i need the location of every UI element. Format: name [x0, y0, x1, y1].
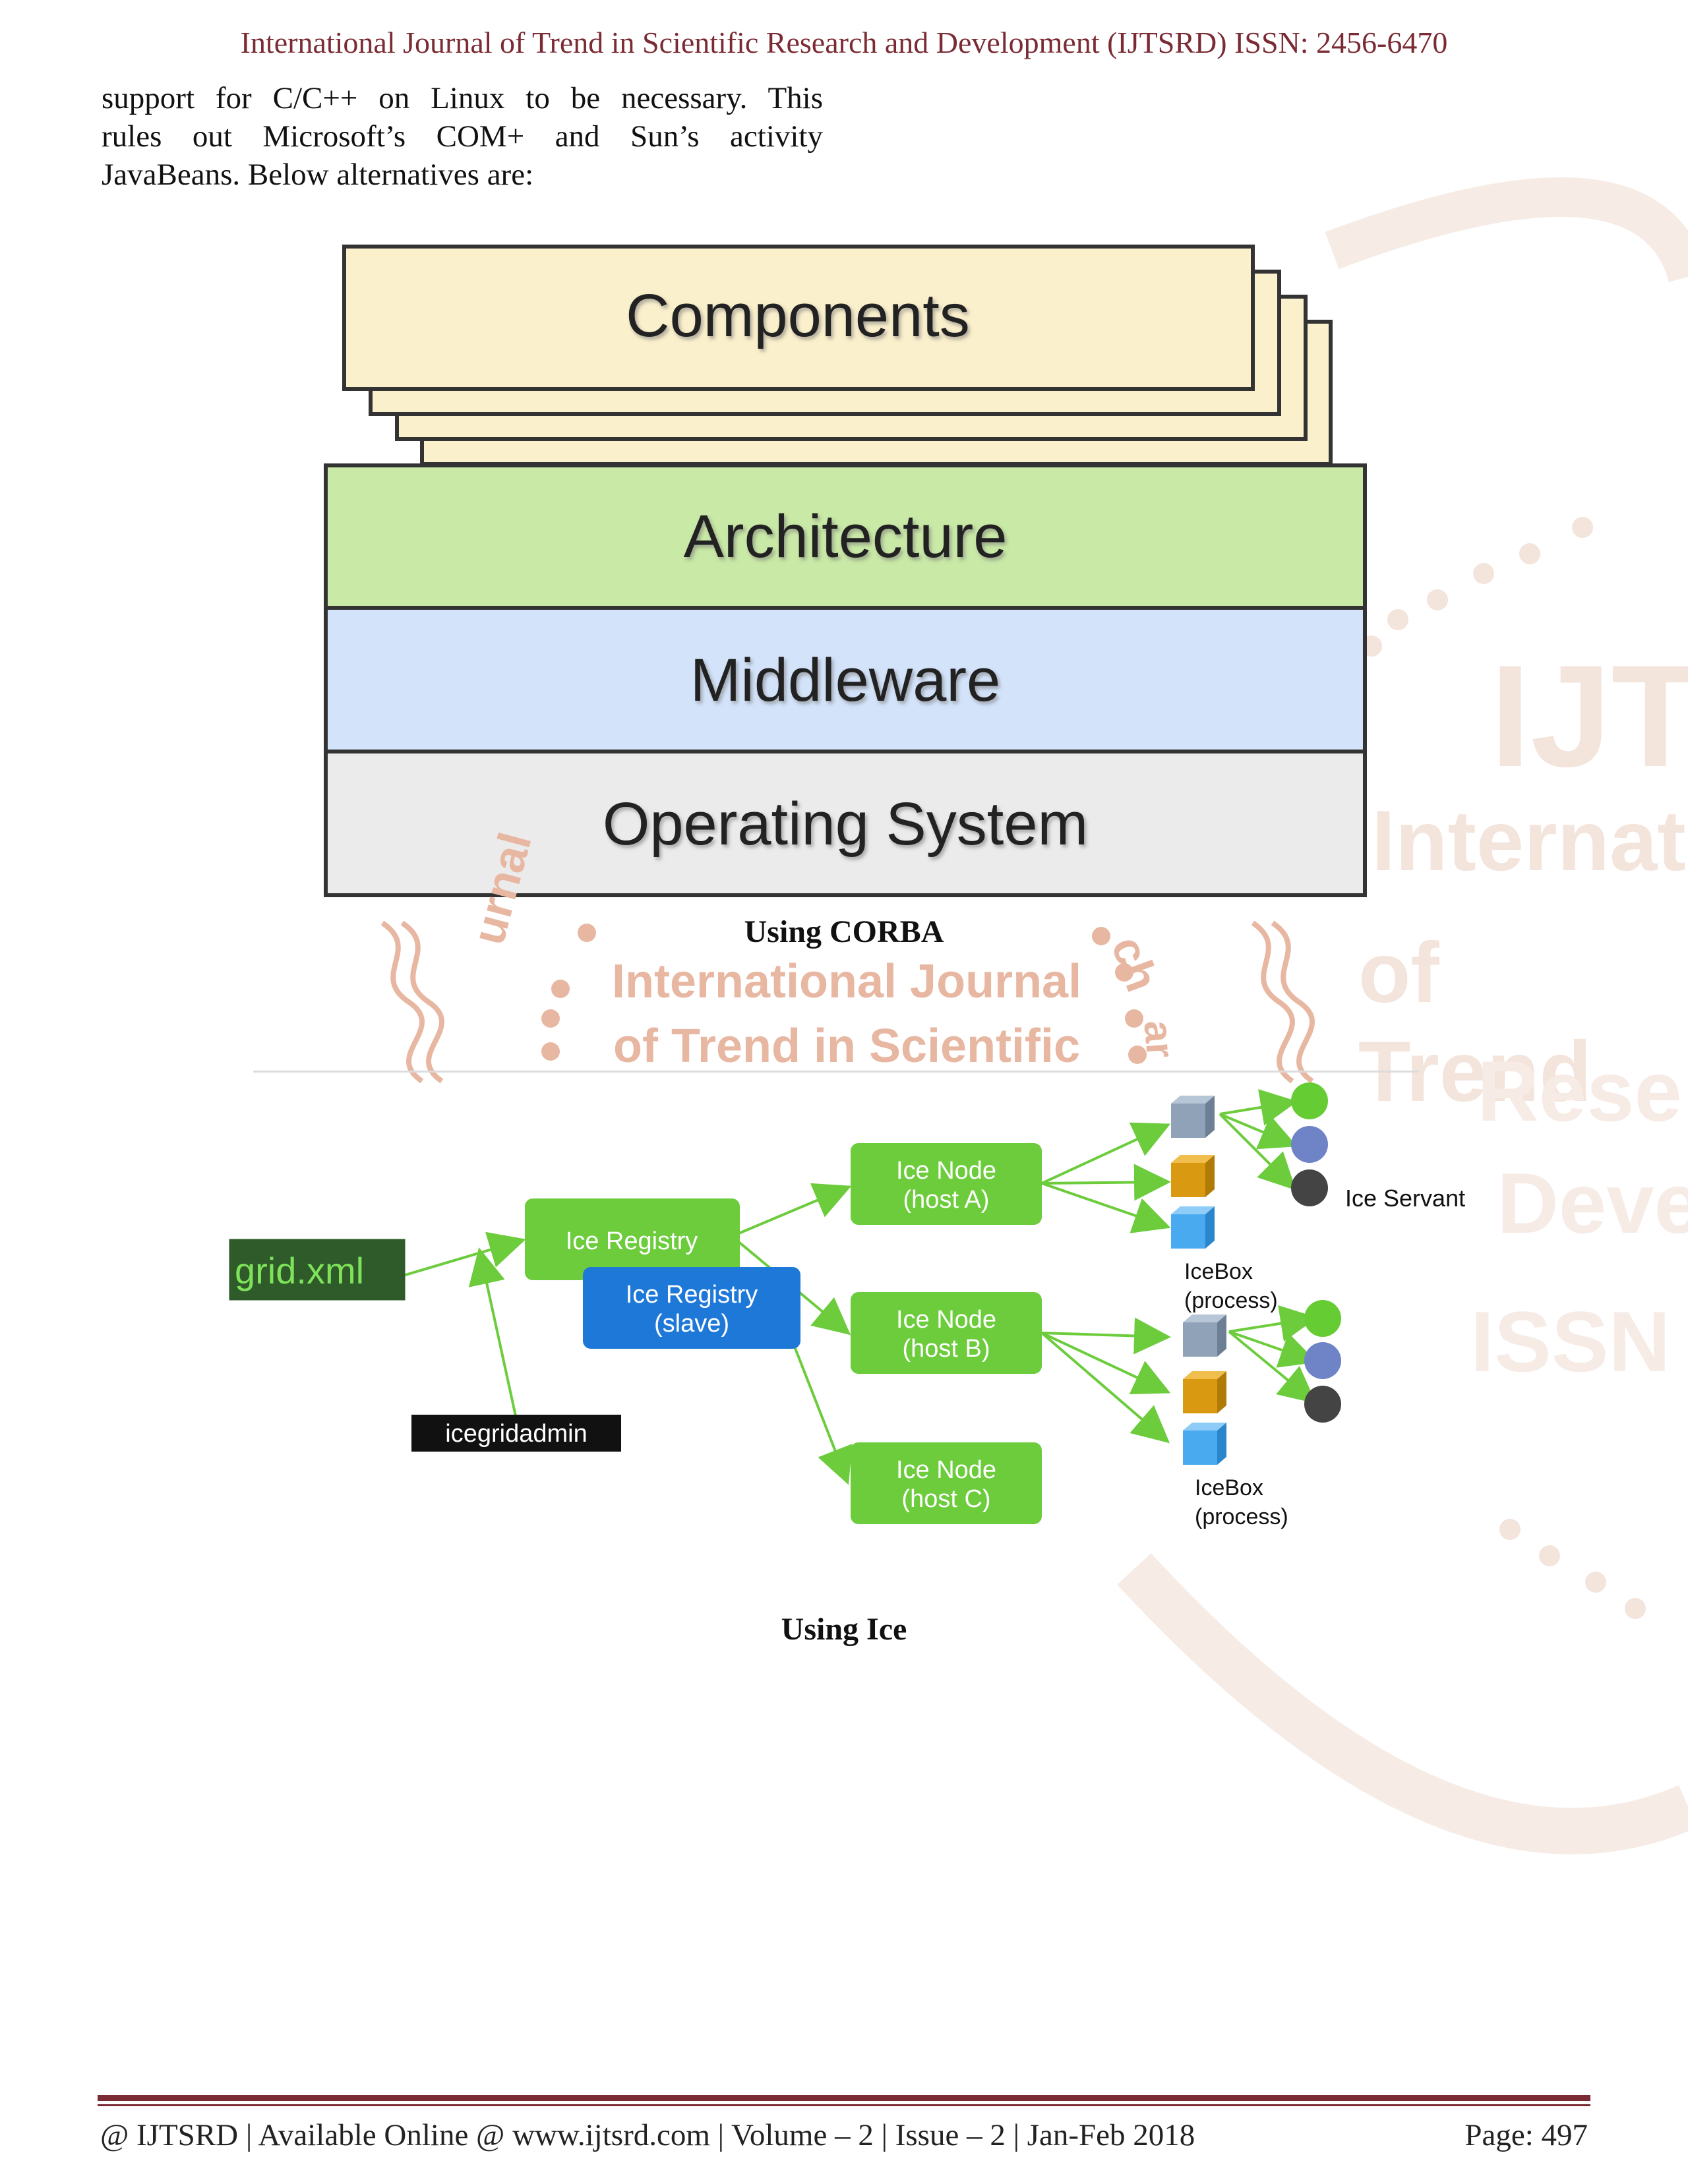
ice-node-host-a-line1: Ice Node	[896, 1157, 996, 1185]
architecture-layer	[324, 463, 1367, 610]
ice-servant-label: Ice Servant	[1345, 1185, 1465, 1212]
footer-info: @ IJTSRD | Available Online @ www.ijtsrd…	[100, 2118, 1195, 2152]
operating-system-layer	[324, 750, 1367, 897]
servant-dark-b	[1304, 1386, 1341, 1423]
servant-blue-a	[1291, 1126, 1328, 1163]
ice-node-host-c-line1: Ice Node	[896, 1456, 996, 1484]
grid-xml-label: grid.xml	[235, 1250, 364, 1291]
components-card	[342, 245, 1255, 391]
figure-caption-ice: Using Ice	[781, 1612, 907, 1647]
ice-registry-label: Ice Registry	[566, 1227, 698, 1255]
ice-node-host-a-line2: (host A)	[903, 1186, 990, 1214]
ice-registry-slave-box	[583, 1267, 800, 1349]
icebox-cube-orange-a	[1171, 1155, 1215, 1197]
servant-green-b	[1304, 1300, 1341, 1337]
servant-blue-b	[1304, 1342, 1341, 1379]
figure-caption-corba: Using CORBA	[744, 914, 944, 949]
ice-node-host-c-box	[851, 1442, 1042, 1524]
icebox-b-label-line1: IceBox	[1195, 1475, 1263, 1500]
body-line-3: JavaBeans. Below alternatives are:	[102, 158, 534, 192]
body-line-2: rules out Microsoft’s COM+ and Sun’s act…	[102, 119, 823, 154]
operating-system-label: Operating System	[603, 790, 1088, 858]
middleware-label: Middleware	[690, 647, 1000, 714]
ice-node-host-b-box	[851, 1292, 1042, 1374]
icebox-cube-orange-b	[1183, 1371, 1226, 1413]
ice-node-host-b-line2: (host B)	[902, 1335, 990, 1363]
corba-layer-diagram: Components Architecture Middleware Opera…	[324, 245, 1367, 897]
figure-divider	[253, 1071, 1419, 1073]
architecture-label: Architecture	[684, 503, 1008, 570]
icegridadmin-box	[411, 1415, 621, 1452]
ice-registry-box	[525, 1198, 740, 1280]
body-line-1: support for C/C++ on Linux to be necessa…	[102, 81, 823, 115]
body-paragraph: support for C/C++ on Linux to be necessa…	[102, 79, 823, 194]
ice-registry-slave-line1: Ice Registry	[626, 1281, 758, 1309]
icebox-cube-gray-a	[1171, 1096, 1215, 1138]
ice-node-host-b-line1: Ice Node	[896, 1306, 996, 1334]
icebox-b-label-line2: (process)	[1195, 1504, 1288, 1529]
ice-node-host-a-box	[851, 1143, 1042, 1225]
grid-xml-box	[229, 1239, 406, 1301]
footer-rule-thick	[98, 2095, 1590, 2101]
icegridadmin-label: icegridadmin	[445, 1420, 587, 1448]
page-footer: @ IJTSRD | Available Online @ www.ijtsrd…	[100, 2117, 1588, 2153]
icebox-cube-blue-b	[1183, 1423, 1226, 1465]
servant-green-a	[1291, 1082, 1328, 1119]
icebox-cube-blue-a	[1171, 1206, 1215, 1249]
ice-node-host-c-line2: (host C)	[901, 1485, 990, 1513]
ice-registry-slave-line2: (slave)	[654, 1310, 729, 1338]
page-number: Page: 497	[1464, 2118, 1588, 2152]
components-label: Components	[626, 282, 970, 349]
servant-dark-a	[1291, 1169, 1328, 1206]
icebox-a-label-line2: (process)	[1184, 1288, 1278, 1313]
icebox-a-label-line1: IceBox	[1184, 1259, 1253, 1284]
footer-rule-thin	[98, 2104, 1590, 2106]
journal-header: International Journal of Trend in Scient…	[240, 26, 1448, 59]
icebox-cube-gray-b	[1183, 1314, 1226, 1357]
